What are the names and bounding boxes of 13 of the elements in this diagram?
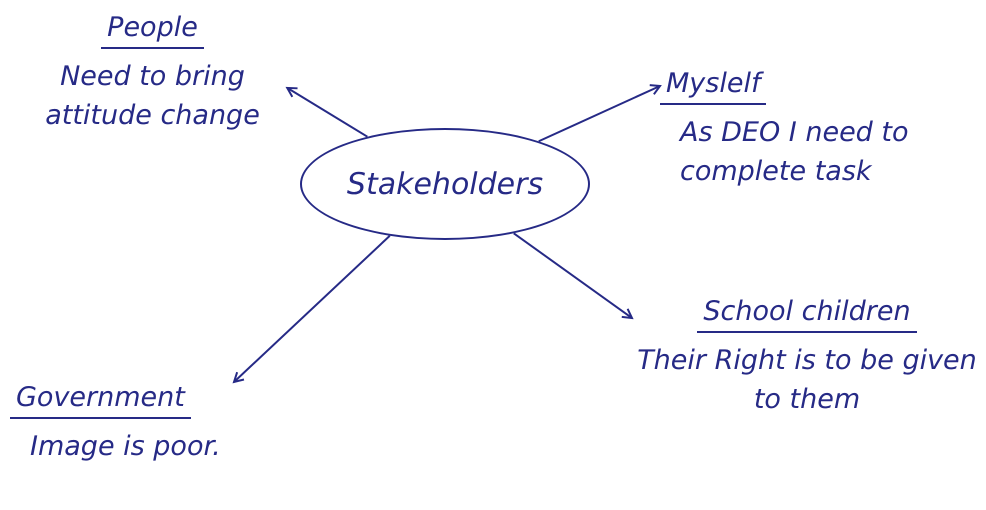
topic-heading: School children xyxy=(697,296,917,333)
topic-heading: Government xyxy=(10,382,191,419)
topic-note: Image is poor. xyxy=(30,430,222,464)
arrow xyxy=(286,86,368,138)
topic-note: Need to bring attitude change xyxy=(44,60,261,134)
topic-heading: Myslelf xyxy=(660,68,766,105)
arrow xyxy=(538,84,661,142)
ellipse-node: Stakeholders xyxy=(300,128,590,240)
topic-heading: People xyxy=(101,12,204,49)
arrow xyxy=(513,232,633,320)
arrow xyxy=(233,235,390,383)
topic-note: As DEO I need to complete task xyxy=(680,116,910,190)
topic-note: Their Right is to be given to them xyxy=(637,344,977,418)
